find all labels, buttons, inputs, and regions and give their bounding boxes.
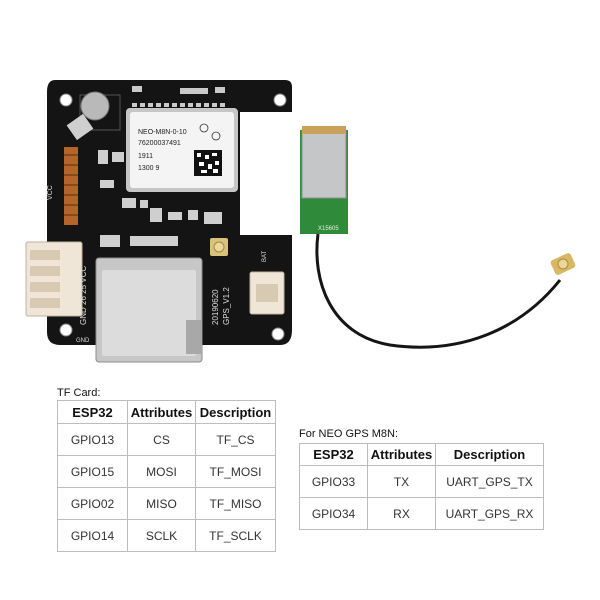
module-label-4: 1300 9 bbox=[138, 165, 160, 172]
table-row: GPIO15 MOSI TF_MOSI bbox=[57, 455, 276, 488]
pin-cell: GPIO34 bbox=[299, 497, 368, 530]
tf-card-pin-table: ESP32 Attributes Description GPIO13 CS T… bbox=[57, 400, 276, 552]
board-label-bat: BAT bbox=[262, 250, 268, 262]
column-header-esp32: ESP32 bbox=[57, 400, 128, 424]
product-photo: NEO-M8N-0-10 76200037491 1911 1300 9 VCC bbox=[25, 80, 576, 363]
description-cell: TF_CS bbox=[195, 423, 276, 456]
board-label-vcc: VCC bbox=[47, 185, 54, 200]
description-cell: TF_SCLK bbox=[195, 519, 276, 552]
pin-cell: GPIO15 bbox=[57, 455, 128, 488]
antenna-label: X15605 bbox=[318, 226, 339, 232]
table-row: GPIO02 MISO TF_MISO bbox=[57, 487, 276, 520]
table-header-row: ESP32 Attributes Description bbox=[299, 443, 544, 466]
pin-cell: GPIO02 bbox=[57, 487, 128, 520]
table-header-row: ESP32 Attributes Description bbox=[57, 400, 276, 424]
module-label-1: NEO-M8N-0-10 bbox=[138, 129, 187, 136]
attribute-cell: RX bbox=[367, 497, 436, 530]
board-label-gnd: GND bbox=[76, 338, 90, 344]
description-cell: TF_MISO bbox=[195, 487, 276, 520]
attribute-cell: SCLK bbox=[127, 519, 196, 552]
neo-gps-pin-table: ESP32 Attributes Description GPIO33 TX U… bbox=[299, 443, 544, 530]
column-header-esp32: ESP32 bbox=[299, 443, 368, 466]
attribute-cell: MOSI bbox=[127, 455, 196, 488]
board-label-header: GND 26 25 VCC bbox=[79, 266, 88, 325]
table-row: GPIO33 TX UART_GPS_TX bbox=[299, 465, 544, 498]
neo-gps-caption: For NEO GPS M8N: bbox=[299, 428, 399, 440]
description-cell: UART_GPS_RX bbox=[435, 497, 544, 530]
board-label-version2: GPS_V1.2 bbox=[222, 287, 231, 325]
attribute-cell: TX bbox=[367, 465, 436, 498]
description-cell: UART_GPS_TX bbox=[435, 465, 544, 498]
tf-card-caption: TF Card: bbox=[57, 387, 101, 399]
pin-cell: GPIO13 bbox=[57, 423, 128, 456]
gps-antenna: X15605 bbox=[300, 126, 576, 349]
module-label-3: 1911 bbox=[138, 153, 153, 160]
module-label-2: 76200037491 bbox=[138, 140, 181, 147]
column-header-attributes: Attributes bbox=[127, 400, 196, 424]
table-row: GPIO34 RX UART_GPS_RX bbox=[299, 497, 544, 530]
pin-cell: GPIO33 bbox=[299, 465, 368, 498]
board-label-version: 20190620 bbox=[211, 289, 220, 325]
column-header-description: Description bbox=[195, 400, 276, 424]
column-header-description: Description bbox=[435, 443, 544, 466]
gps-board: NEO-M8N-0-10 76200037491 1911 1300 9 VCC bbox=[25, 80, 292, 363]
datamatrix-code bbox=[194, 150, 222, 176]
column-header-attributes: Attributes bbox=[367, 443, 436, 466]
description-cell: TF_MOSI bbox=[195, 455, 276, 488]
attribute-cell: CS bbox=[127, 423, 196, 456]
pin-cell: GPIO14 bbox=[57, 519, 128, 552]
table-row: GPIO14 SCLK TF_SCLK bbox=[57, 519, 276, 552]
table-row: GPIO13 CS TF_CS bbox=[57, 423, 276, 456]
attribute-cell: MISO bbox=[127, 487, 196, 520]
